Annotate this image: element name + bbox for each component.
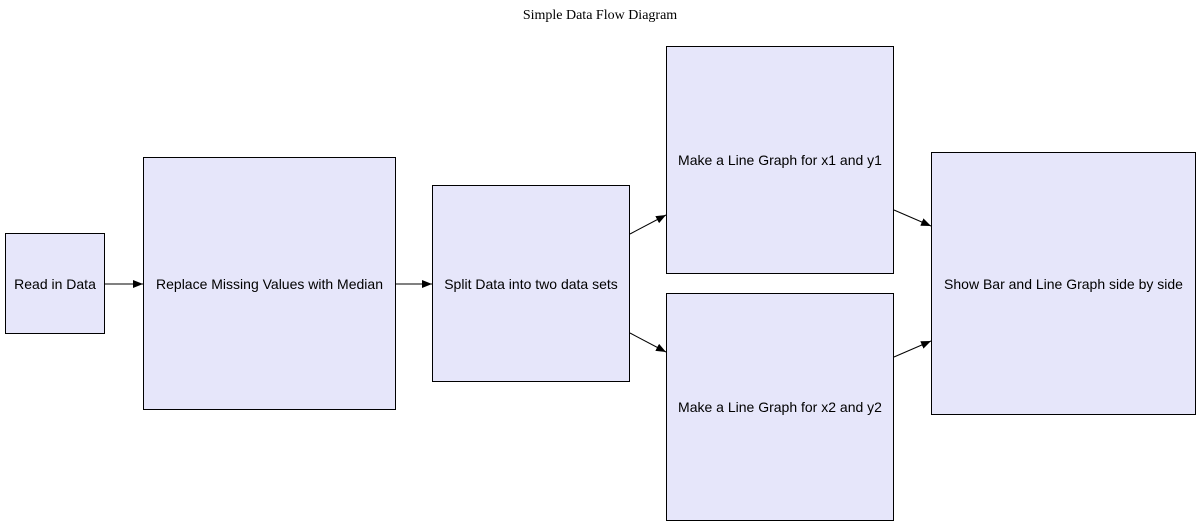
node-replace-missing-values: Replace Missing Values with Median <box>143 157 396 410</box>
edge-split-to-line2 <box>629 332 667 353</box>
node-label: Show Bar and Line Graph side by side <box>944 275 1183 292</box>
node-read-in-data: Read in Data <box>5 233 105 334</box>
node-line-graph-x2-y2: Make a Line Graph for x2 and y2 <box>666 293 894 521</box>
node-label: Make a Line Graph for x1 and y1 <box>678 152 882 168</box>
node-line-graph-x1-y1: Make a Line Graph for x1 and y1 <box>666 46 894 274</box>
node-label: Read in Data <box>14 275 96 292</box>
node-show-side-by-side: Show Bar and Line Graph side by side <box>931 152 1196 415</box>
node-split-data: Split Data into two data sets <box>432 185 630 382</box>
node-label: Make a Line Graph for x2 and y2 <box>678 399 882 415</box>
edge-split-to-line1 <box>629 214 667 235</box>
edge-line2-to-show <box>893 340 932 358</box>
node-label: Split Data into two data sets <box>444 275 618 292</box>
node-label: Replace Missing Values with Median <box>156 275 383 292</box>
diagram-title: Simple Data Flow Diagram <box>522 8 678 23</box>
edge-line1-to-show <box>893 209 932 227</box>
